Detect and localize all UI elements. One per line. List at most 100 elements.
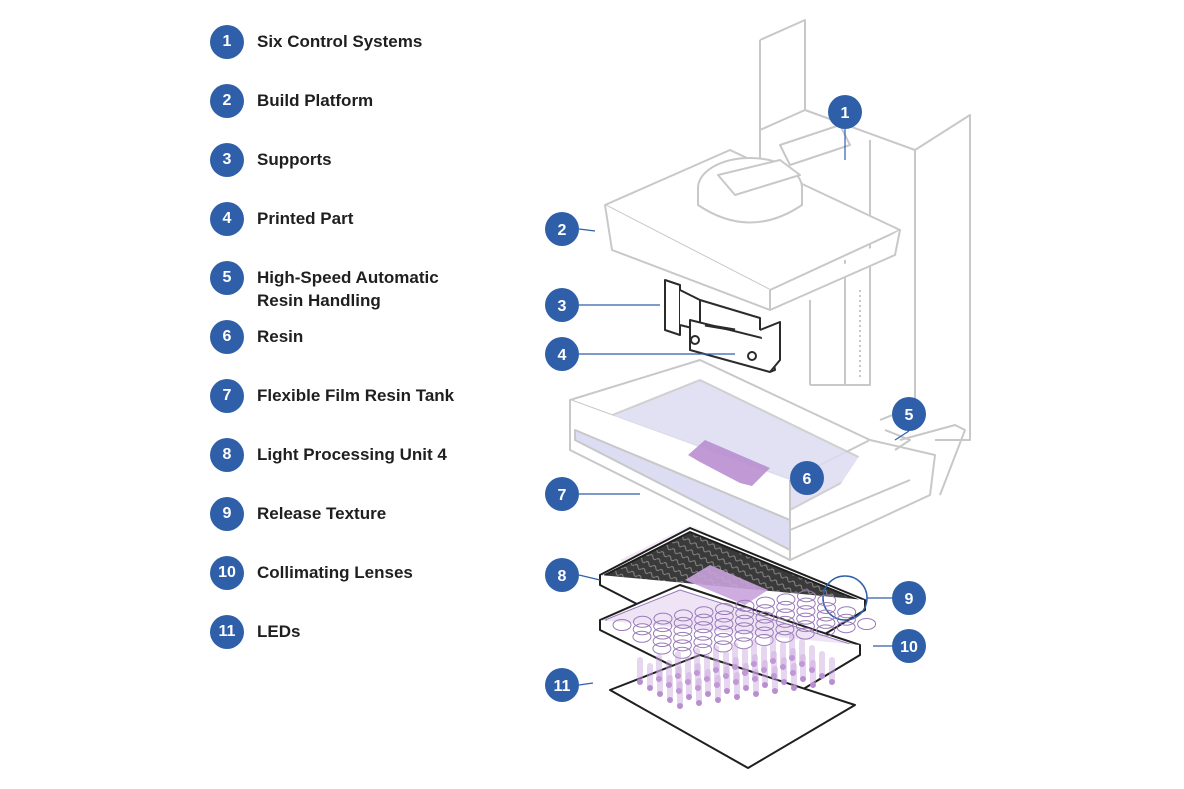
- svg-text:8: 8: [558, 568, 567, 585]
- callout-4: 4: [545, 337, 579, 371]
- led-light-beam: [732, 642, 738, 668]
- svg-text:5: 5: [905, 407, 914, 424]
- led-light-beam: [675, 651, 681, 677]
- lens-cell: [673, 631, 693, 644]
- led-light-beam: [761, 645, 767, 671]
- lens-cell: [694, 606, 714, 619]
- led: [666, 682, 672, 688]
- callout-badges: 1 2 3 4 5 6 7 8 9 10 11: [545, 95, 926, 702]
- lens-cell: [755, 604, 775, 617]
- led: [829, 679, 835, 685]
- led-light-beam: [742, 648, 748, 674]
- lens-cell: [756, 596, 775, 609]
- lens-cell: [714, 617, 734, 630]
- led-board: [609, 633, 856, 769]
- led-light-beam: [733, 657, 739, 683]
- led-light-beam: [637, 657, 643, 683]
- legend-label: Six Control Systems: [257, 32, 423, 51]
- lens-cell: [713, 640, 733, 653]
- led: [723, 673, 729, 679]
- callout-2: 2: [545, 212, 579, 246]
- led: [742, 670, 748, 676]
- callout-8: 8: [545, 558, 579, 592]
- svg-text:6: 6: [803, 471, 812, 488]
- lens-cell: [673, 616, 693, 629]
- legend-label: Resin: [257, 327, 304, 346]
- legend-number-badge: 8: [210, 438, 244, 472]
- legend-label: Light Processing Unit 4: [257, 445, 447, 464]
- led: [781, 679, 787, 685]
- led-light-beam: [714, 660, 720, 686]
- legend-number-badge: 2: [210, 84, 244, 118]
- lens-cell: [734, 629, 754, 642]
- legend-label: Build Platform: [257, 91, 374, 110]
- callout-11: 11: [545, 668, 579, 702]
- legend-number-badge: 9: [210, 497, 244, 531]
- legend-label: Printed Part: [257, 209, 354, 228]
- lens-cell: [714, 625, 734, 638]
- led-light-beam: [810, 660, 816, 686]
- led-light-beam: [715, 675, 721, 701]
- led: [809, 667, 815, 673]
- led-light-beam: [780, 642, 786, 668]
- lens-cell: [652, 635, 672, 648]
- callout-9: 9: [892, 581, 926, 615]
- led: [715, 697, 721, 703]
- lens-cell: [693, 628, 713, 641]
- led-light-beam: [704, 654, 710, 680]
- led-light-beam: [694, 648, 700, 674]
- lens-cell: [632, 630, 652, 643]
- led: [714, 682, 720, 688]
- svg-text:1: 1: [841, 105, 850, 122]
- led: [734, 694, 740, 700]
- legend-label: Supports: [257, 150, 332, 169]
- led-light-beam: [723, 651, 729, 677]
- led: [724, 688, 730, 694]
- lens-cell: [754, 626, 774, 639]
- led: [647, 685, 653, 691]
- led-light-beam: [771, 651, 777, 677]
- legend-item-light-processing-unit: 8 Light Processing Unit 4: [210, 438, 487, 472]
- led: [789, 655, 795, 661]
- legend-item-collimating-lenses: 10 Collimating Lenses: [210, 556, 487, 590]
- legend-item-release-texture: 9 Release Texture: [210, 497, 487, 531]
- led-light-beam: [696, 678, 702, 704]
- lens-cell: [795, 620, 815, 633]
- led-light-beam: [829, 657, 835, 683]
- lens-cell: [735, 599, 755, 612]
- legend-item-resin: 6 Resin: [210, 320, 487, 354]
- led-light-beam: [800, 654, 806, 680]
- lens-cell: [633, 615, 652, 628]
- led: [761, 667, 767, 673]
- lens-cell: [755, 619, 775, 632]
- lens-cell: [672, 646, 692, 659]
- lens-cell: [796, 605, 816, 618]
- lens-cell: [714, 610, 734, 623]
- led: [705, 691, 711, 697]
- legend: 1 Six Control Systems 2 Build Platform 3…: [210, 0, 530, 789]
- lens-cell: [816, 609, 836, 622]
- lens-cell: [652, 642, 672, 655]
- legend-number-badge: 4: [210, 202, 244, 236]
- led: [695, 685, 701, 691]
- led-light-beam: [667, 675, 673, 701]
- lens-cell: [775, 615, 795, 628]
- lens-cell: [795, 627, 815, 640]
- led: [676, 688, 682, 694]
- lens-cell: [694, 613, 714, 626]
- legend-item-resin-tank: 7 Flexible Film Resin Tank: [210, 379, 487, 413]
- led: [696, 700, 702, 706]
- lens-cell: [796, 612, 816, 625]
- led: [751, 661, 757, 667]
- lens-cell: [672, 639, 692, 652]
- lens-cell: [652, 627, 672, 640]
- lens-cell: [673, 624, 693, 637]
- led-light-beam: [781, 657, 787, 683]
- led-light-beam: [666, 660, 672, 686]
- lens-cell: [776, 593, 796, 606]
- lens-cell: [775, 608, 795, 621]
- led: [685, 679, 691, 685]
- led: [770, 658, 776, 664]
- lens-cell: [836, 621, 856, 634]
